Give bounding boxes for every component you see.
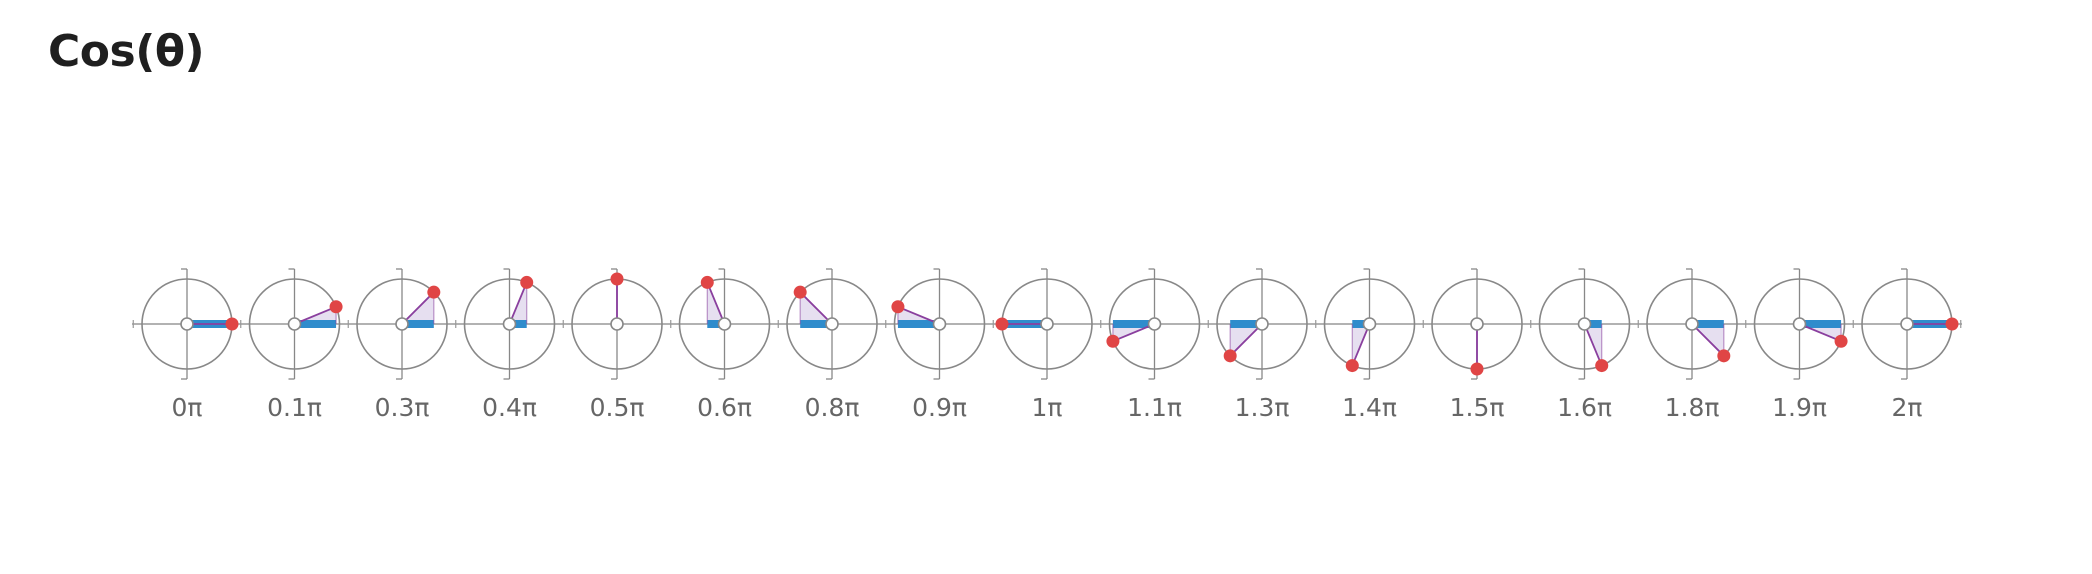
angle-label: 0.8π <box>805 393 860 422</box>
origin-marker <box>180 317 194 331</box>
frame: 1.5π <box>1431 268 1523 422</box>
angle-label: 0.1π <box>267 393 322 422</box>
radius-line <box>1691 323 1725 357</box>
angle-label: 1.8π <box>1665 393 1720 422</box>
cosine-bar <box>1352 320 1370 328</box>
cosine-bar <box>1799 320 1842 328</box>
angle-point <box>1717 349 1731 363</box>
frame: 1.4π <box>1323 268 1416 422</box>
angle-point <box>1834 334 1848 348</box>
angle-point <box>1223 349 1237 363</box>
angle-point <box>1345 359 1359 373</box>
radius-line <box>1799 323 1842 343</box>
angle-label: 0.9π <box>912 393 967 422</box>
angle-label: 1.9π <box>1772 393 1827 422</box>
cosine-bar <box>1584 320 1602 328</box>
cosine-bar <box>800 320 832 328</box>
radius-line <box>1351 323 1371 366</box>
radius-line <box>897 305 940 325</box>
origin-marker <box>1147 317 1162 331</box>
angle-point <box>1945 317 1959 331</box>
origin-marker <box>610 317 624 331</box>
radius-line <box>1229 323 1263 357</box>
origin-marker <box>1470 317 1484 331</box>
radius-line <box>294 305 337 325</box>
angle-point <box>1106 334 1120 348</box>
cosine-bar <box>402 320 434 328</box>
angle-label: 2π <box>1892 393 1923 422</box>
frame: 0.4π <box>463 268 556 422</box>
angle-point <box>427 285 441 299</box>
angle-label: 1.6π <box>1557 393 1612 422</box>
cosine-bar <box>1112 320 1155 328</box>
angle-label: 1.3π <box>1235 393 1290 422</box>
angle-point <box>700 275 714 289</box>
angle-point <box>225 317 239 331</box>
angle-label: 1.5π <box>1450 393 1505 422</box>
cosine-bar <box>1692 320 1724 328</box>
angle-label: 0.4π <box>482 393 537 422</box>
radius-line <box>706 282 726 325</box>
cosine-bar <box>509 320 527 328</box>
frame: 1.3π <box>1216 268 1308 422</box>
origin-marker <box>825 317 839 331</box>
frame: 1.9π <box>1753 268 1848 422</box>
origin-marker <box>1685 317 1699 331</box>
radius-line <box>1112 323 1155 343</box>
origin-marker <box>1792 317 1807 331</box>
frame: 0.3π <box>356 268 448 422</box>
angle-label: 1.1π <box>1127 393 1182 422</box>
angle-point <box>793 285 807 299</box>
angle-point <box>610 272 624 286</box>
angle-label: 0.3π <box>375 393 430 422</box>
page-title: Cos(θ) <box>48 26 205 77</box>
origin-marker <box>1362 317 1377 331</box>
frame: 1.8π <box>1646 268 1738 422</box>
origin-marker <box>1577 317 1592 331</box>
angle-point <box>995 317 1009 331</box>
frame: 0.9π <box>891 268 986 422</box>
origin-marker <box>502 317 517 331</box>
origin-marker <box>1255 317 1269 331</box>
frame: 0π <box>141 268 239 422</box>
frame: 2π <box>1861 268 1959 422</box>
frame: 1π <box>995 268 1093 422</box>
origin-marker <box>395 317 409 331</box>
angle-label: 0.6π <box>697 393 752 422</box>
frame: 0.8π <box>786 268 878 422</box>
origin-marker <box>1040 317 1054 331</box>
origin-marker <box>717 317 732 331</box>
frame: 1.6π <box>1538 268 1631 422</box>
frame: 0.6π <box>678 268 771 422</box>
cosine-bar <box>1230 320 1262 328</box>
origin-marker <box>932 317 947 331</box>
angle-label: 1.4π <box>1342 393 1397 422</box>
angle-point <box>520 275 534 289</box>
frame: 0.5π <box>571 268 663 422</box>
radius-line <box>1583 323 1603 366</box>
origin-marker <box>287 317 302 331</box>
frame: 0.1π <box>248 268 343 422</box>
frame: 1.1π <box>1106 268 1201 422</box>
angle-label: 0π <box>172 393 203 422</box>
angle-label: 1π <box>1032 393 1063 422</box>
angle-point <box>1595 359 1609 373</box>
angle-point <box>329 300 343 314</box>
angle-point <box>1470 362 1484 376</box>
radius-line <box>799 291 833 325</box>
origin-marker <box>1900 317 1914 331</box>
radius-line <box>401 291 435 325</box>
radius-line <box>508 282 528 325</box>
angle-point <box>891 300 905 314</box>
cosine-bar <box>294 320 337 328</box>
angle-label: 0.5π <box>590 393 645 422</box>
cosine-bar <box>707 320 725 328</box>
cosine-bar <box>897 320 940 328</box>
